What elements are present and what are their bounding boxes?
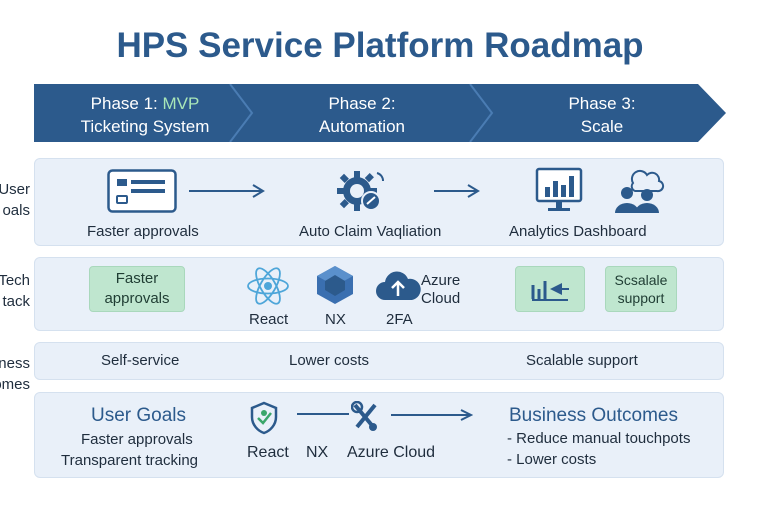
user-goals-row: Faster approvals Auto Claim Vaqliation A…: [34, 158, 724, 246]
summary-user-goal-item: Faster approvals: [81, 431, 193, 448]
arrow-icon: [189, 184, 265, 198]
application-card-icon: [107, 169, 177, 213]
phase-1-outcome: Self-service: [101, 352, 180, 369]
nx-label: NX: [325, 311, 346, 328]
page-title: HPS Service Platform Roadmap: [116, 26, 644, 65]
phase-3-user-goal: Analytics Dashboard: [509, 223, 647, 240]
phase-3-label: Phase 3: Scale: [568, 94, 636, 136]
shield-check-icon: [250, 401, 278, 435]
tools-icon: [351, 401, 377, 431]
react-icon: [247, 267, 289, 305]
side-label-business-outcomes: iness comes: [0, 355, 30, 393]
arrow-icon: [434, 184, 480, 198]
automation-gear-icon: [337, 171, 384, 211]
business-outcomes-row: Self-service Lower costs Scalable suppor…: [34, 342, 724, 380]
summary-user-goals-title: User Goals: [91, 405, 187, 426]
nx-icon: [317, 266, 353, 304]
phase-1-user-goal: Faster approvals: [87, 223, 199, 240]
summary-tech-nx: NX: [306, 444, 329, 461]
side-label-tech-stack: Tech tack: [0, 272, 30, 310]
summary-business-item: - Lower costs: [507, 451, 597, 468]
phase-2-label: Phase 2: Automation: [319, 94, 405, 136]
side-label-user-goals: User oals: [0, 181, 30, 219]
connector-line: [297, 413, 349, 415]
azure-cloud-icon: [376, 271, 421, 300]
chart-icon: [531, 281, 569, 301]
phase-3-outcome: Scalable support: [526, 352, 638, 369]
arrow-icon: [391, 409, 473, 421]
phase-ribbon-shape: [34, 84, 726, 142]
users-cloud-icon: [615, 169, 665, 213]
phase-2-user-goal: Auto Claim Vaqliation: [299, 223, 442, 240]
phase-1-label: Phase 1: MVP Ticketing System: [80, 94, 210, 136]
phase-ribbon: Phase 1: MVP Ticketing System Phase 2: A…: [34, 84, 726, 142]
phase-3-chart-box: [515, 266, 585, 312]
phase-2-outcome: Lower costs: [289, 352, 370, 369]
summary-row: User Goals Faster approvals Transparent …: [34, 392, 724, 478]
twofa-label: 2FA: [386, 311, 413, 328]
summary-business-item: - Reduce manual touchpots: [507, 430, 691, 447]
react-label: React: [249, 311, 289, 328]
summary-tech-azure: Azure Cloud: [347, 444, 436, 461]
analytics-monitor-icon: [535, 167, 583, 211]
summary-user-goal-item: Transparent tracking: [61, 452, 199, 469]
summary-tech-react: React: [247, 444, 289, 461]
summary-business-title: Business Outcomes: [509, 405, 678, 426]
